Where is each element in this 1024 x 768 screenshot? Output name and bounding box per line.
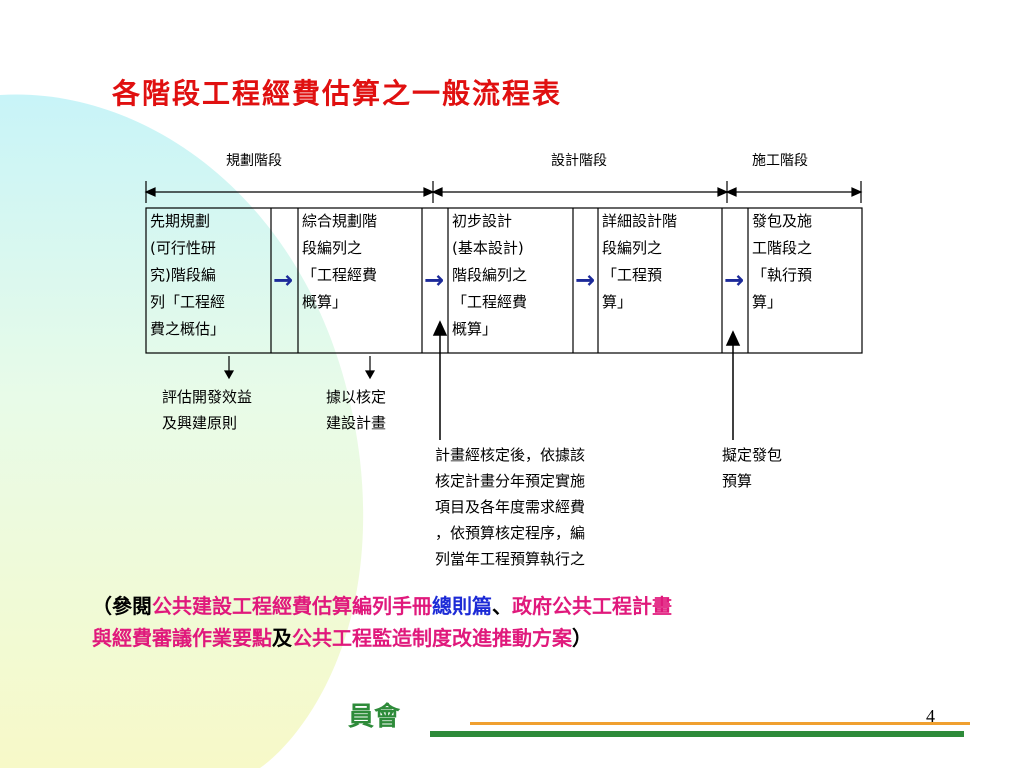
step-box-preliminary-design: 初步設計 (基本設計) 階段編列之 「工程經費 概算」	[450, 208, 572, 353]
page-number: 4	[926, 706, 935, 726]
note-evaluate-benefit: 評估開發效益 及興建原則	[162, 388, 253, 432]
box-line: 「工程經費	[452, 293, 528, 311]
flow-arrow-icon: →	[424, 266, 445, 294]
ref-and: 及	[272, 626, 292, 650]
phase-label-planning: 規劃階段	[226, 153, 282, 169]
reference-line-2: 與經費審議作業要點及公共工程監造制度改進推動方案）	[92, 622, 592, 654]
box-line: 段編列之	[302, 239, 363, 257]
step-box-comprehensive-planning: 綜合規劃階 段編列之 「工程經費 概算」	[300, 208, 421, 353]
box-line: 「工程經費	[302, 266, 378, 284]
ref-open: （參閱	[92, 594, 152, 618]
box-line: 初步設計	[452, 212, 513, 230]
box-line: 「執行預	[752, 266, 813, 284]
box-line: (基本設計)	[452, 239, 524, 257]
phase-label-construction: 施工階段	[752, 153, 808, 169]
ref-doc-supervision: 公共工程監造制度改進推動方案	[292, 626, 572, 650]
ref-close: ）	[572, 626, 592, 650]
flow-arrow-icon: →	[273, 266, 294, 294]
step-box-prefeasibility: 先期規劃 (可行性研 究)階段編 列「工程經 費之概估」	[148, 208, 270, 353]
box-line: 段編列之	[602, 239, 663, 257]
box-line: 詳細設計階	[602, 212, 678, 230]
ref-doc-general: 總則篇	[432, 594, 492, 618]
page-title: 各階段工程經費估算之一般流程表	[112, 77, 563, 110]
flow-arrow-icon: →	[575, 266, 596, 294]
box-line: 算」	[602, 293, 633, 311]
ref-doc-review-line2: 與經費審議作業要點	[92, 626, 272, 650]
box-line: 究)階段編	[150, 266, 216, 284]
box-line: 列「工程經	[150, 293, 226, 311]
box-line: 費之概估」	[150, 320, 226, 338]
step-box-detailed-design: 詳細設計階 段編列之 「工程預 算」	[600, 208, 721, 353]
box-line: 階段編列之	[452, 266, 528, 284]
ref-doc-review-line1: 政府公共工程計畫	[512, 594, 672, 618]
reference-line-1: （參閱公共建設工程經費估算編列手冊總則篇、政府公共工程計畫	[92, 590, 672, 622]
box-line: 算」	[752, 293, 783, 311]
ref-doc-manual: 公共建設工程經費估算編列手冊	[152, 594, 432, 618]
box-line: 發包及施	[752, 212, 813, 230]
box-line: (可行性研	[150, 239, 216, 257]
box-line: 綜合規劃階	[302, 212, 378, 230]
box-line: 工階段之	[752, 239, 813, 257]
note-bid-budget: 擬定發包 預算	[722, 446, 783, 490]
ref-separator: 、	[492, 594, 512, 618]
note-approve-plan: 據以核定 建設計畫	[326, 388, 387, 432]
phase-label-design: 設計階段	[551, 153, 607, 169]
box-line: 概算」	[302, 293, 348, 311]
flow-arrow-icon: →	[724, 266, 745, 294]
box-line: 概算」	[452, 320, 498, 338]
box-line: 「工程預	[602, 266, 663, 284]
note-annual-budget: 計畫經核定後，依據該 核定計畫分年預定實施 項目及各年度需求經費 ，依預算核定程…	[435, 446, 586, 568]
box-line: 先期規劃	[150, 212, 211, 230]
step-box-bidding-construction: 發包及施 工階段之 「執行預 算」	[750, 208, 860, 353]
footer-logo-text: 員會	[348, 702, 401, 732]
